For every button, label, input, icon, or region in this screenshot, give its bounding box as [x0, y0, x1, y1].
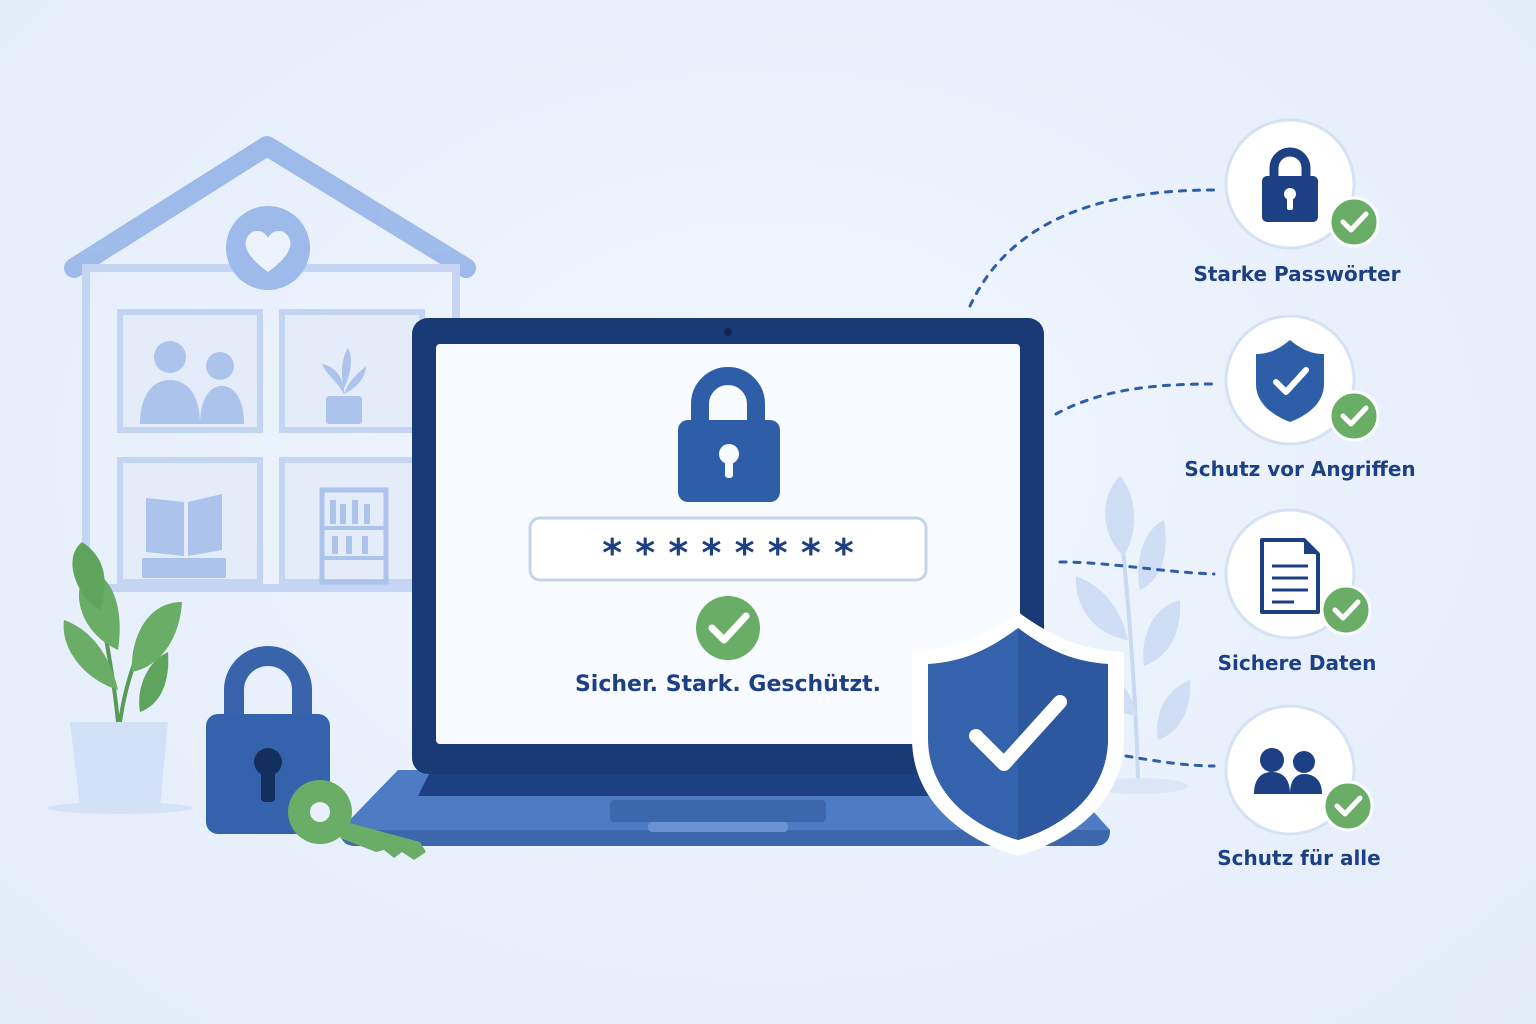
check-badge-icon	[1328, 196, 1380, 248]
feature-label-attack-protection: Schutz vor Angriffen	[1184, 457, 1416, 481]
key-icon	[288, 780, 426, 860]
heart-icon	[226, 206, 310, 290]
feature-strong-passwords	[1224, 118, 1380, 250]
check-badge-icon	[1320, 584, 1372, 636]
house-illustration	[64, 136, 476, 592]
feature-secure-data	[1224, 508, 1372, 640]
password-mask: * * * * * * * *	[602, 531, 854, 575]
connector-lines	[968, 188, 1216, 768]
feature-attack-protection	[1224, 314, 1380, 446]
screen-check-icon	[696, 596, 760, 660]
potted-plant	[48, 542, 192, 814]
screen-padlock-icon	[678, 367, 780, 502]
check-badge-icon	[1328, 390, 1380, 442]
feature-label-strong-passwords: Starke Passwörter	[1193, 262, 1401, 286]
check-badge-icon	[1322, 780, 1374, 832]
potted-plant-icon	[322, 348, 366, 424]
password-field: * * * * * * * *	[528, 516, 928, 582]
feature-label-secure-data: Sichere Daten	[1217, 651, 1377, 675]
document-icon	[1260, 538, 1320, 614]
large-shield-check-icon	[912, 612, 1124, 856]
family-icon	[140, 341, 244, 424]
users-icon	[1254, 748, 1322, 794]
padlock-icon	[1262, 147, 1318, 222]
feature-protection-for-all	[1224, 704, 1374, 836]
bookshelf-icon	[319, 487, 389, 585]
book-icon	[142, 494, 226, 578]
tagline: Sicher. Stark. Geschützt.	[574, 672, 882, 697]
feature-label-protection-for-all: Schutz für alle	[1217, 846, 1381, 870]
shield-check-icon	[1256, 340, 1324, 422]
